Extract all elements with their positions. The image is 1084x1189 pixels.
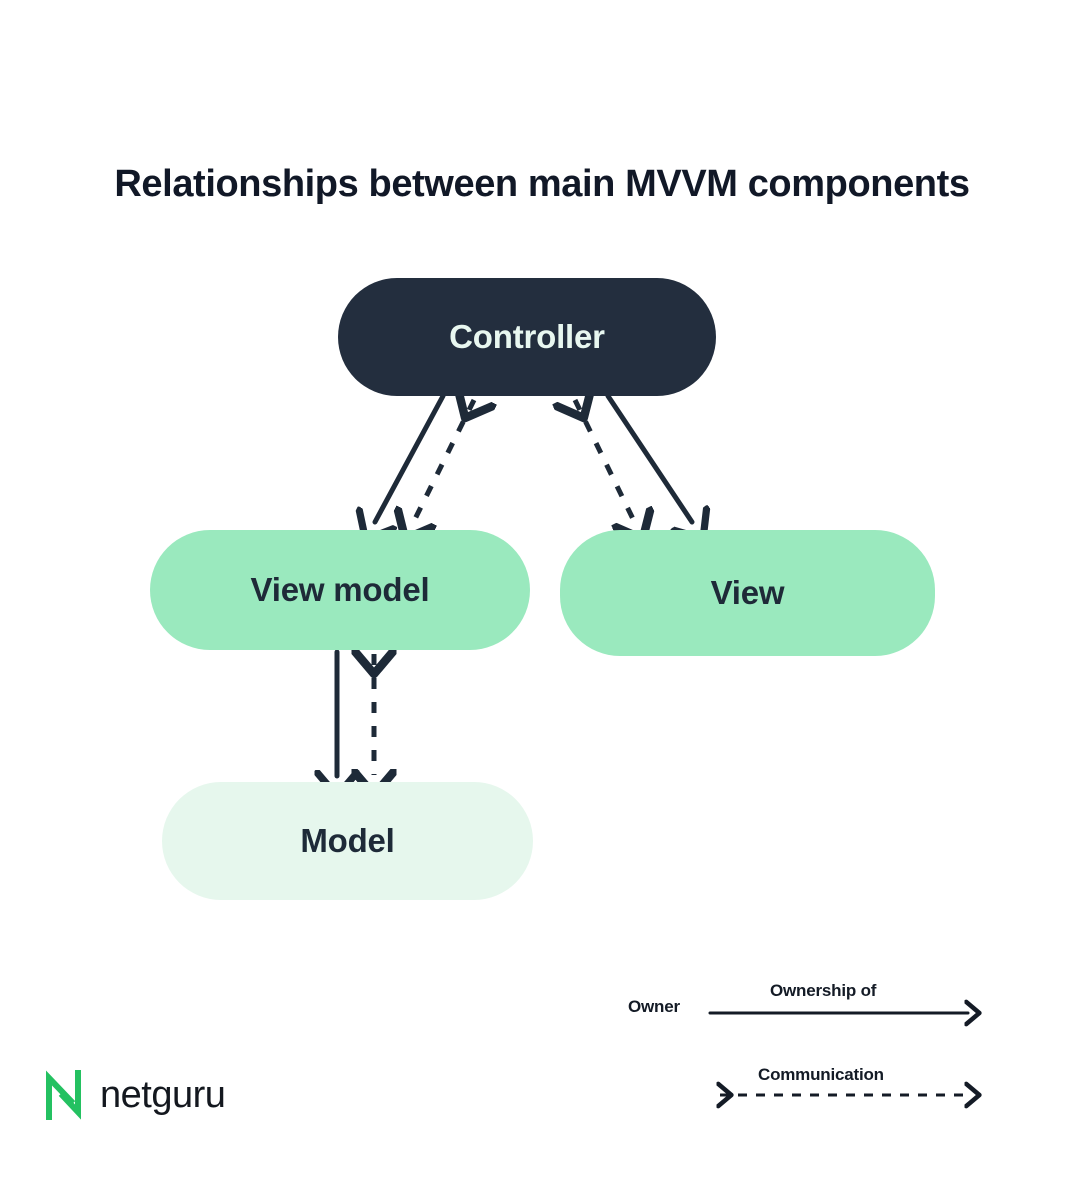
node-view-model[interactable]: View model bbox=[150, 530, 530, 650]
node-model[interactable]: Model bbox=[162, 782, 533, 900]
legend: Owner Ownership of Communication bbox=[610, 975, 1010, 1110]
node-model-label: Model bbox=[300, 822, 395, 859]
edge-controller-communicates-view-model bbox=[414, 400, 474, 521]
netguru-n-mark-icon bbox=[46, 1070, 81, 1120]
edge-controller-owns-view-model bbox=[375, 393, 446, 522]
node-controller-label: Controller bbox=[449, 318, 605, 355]
legend-ownership-label: Ownership of bbox=[770, 981, 877, 1000]
legend-arrow-layer bbox=[708, 975, 1010, 1110]
node-controller[interactable]: Controller bbox=[338, 278, 716, 396]
brand-logo: netguru bbox=[44, 1064, 284, 1126]
page-title: Relationships between main MVVM componen… bbox=[114, 163, 970, 205]
node-view[interactable]: View bbox=[560, 530, 935, 656]
edge-controller-owns-view bbox=[605, 393, 692, 522]
node-view-label: View bbox=[710, 574, 785, 611]
legend-communication-label: Communication bbox=[758, 1065, 884, 1084]
node-view-model-label: View model bbox=[250, 571, 430, 608]
netguru-wordmark: netguru bbox=[100, 1073, 226, 1116]
legend-owner-label: Owner bbox=[628, 997, 680, 1016]
